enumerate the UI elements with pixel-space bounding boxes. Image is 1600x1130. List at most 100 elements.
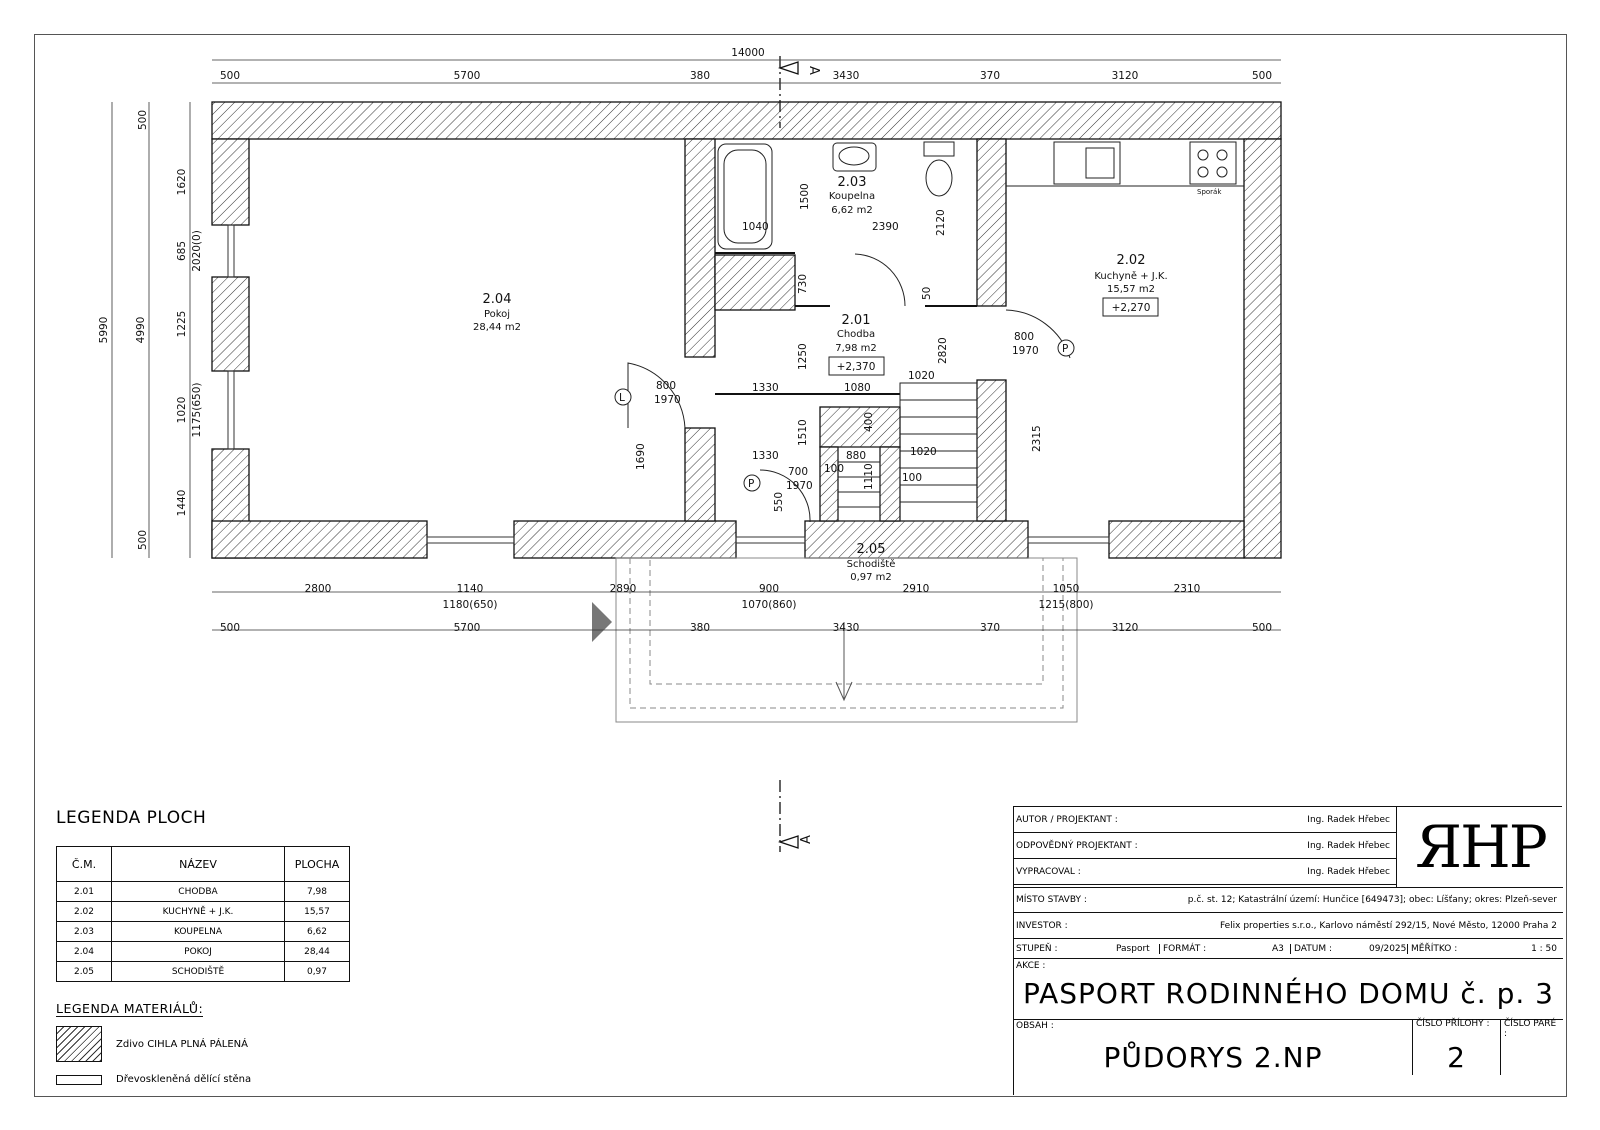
dim-inner: 1510 [797, 419, 809, 446]
legend-cell: 2.01 [56, 881, 112, 902]
dim-bottom-outer: 3120 [1112, 622, 1139, 634]
tb-value: Ing. Radek Hřebec [1307, 814, 1390, 825]
walls [211, 101, 1282, 559]
sink [832, 142, 877, 172]
tb-row-odpovedny: ODPOVĚDNÝ PROJEKTANT : Ing. Radek Hřebec [1014, 833, 1396, 859]
partitions [715, 252, 977, 395]
dim-left-chain: 1020 [176, 397, 188, 424]
section-label-bottom: A [799, 835, 814, 844]
dim-bottom: 1050 [1053, 583, 1080, 595]
dim-left-chain: 500 [137, 530, 149, 550]
dimension-lines [111, 59, 1281, 631]
room-id: 2.05 [857, 542, 886, 557]
dim-inner: 50 [921, 287, 933, 300]
dim-inner: 730 [797, 274, 809, 294]
door-tag: L [619, 392, 625, 404]
dim-bottom: 2310 [1174, 583, 1201, 595]
tb-label: AKCE : [1016, 961, 1046, 971]
dim-inner: 1110 [863, 463, 875, 490]
legend-header-row: Č.M. NÁZEV PLOCHA [56, 846, 350, 882]
dim-top: 5700 [454, 70, 481, 82]
bathtub [717, 143, 773, 250]
section-line-a [777, 56, 799, 852]
dim-left-inner: 4990 [135, 317, 147, 344]
dim-left-outer: 5990 [98, 317, 110, 344]
dim-bottom: 1140 [457, 583, 484, 595]
drawing-title: PŮDORYS 2.NP [1103, 1041, 1323, 1074]
tb-value: Pasport [1116, 943, 1150, 954]
dim-inner: 1500 [799, 183, 811, 210]
door-tag: P [748, 478, 754, 490]
dim-inner: 100 [902, 472, 922, 484]
tb-label: MÍSTO STAVBY : [1016, 895, 1087, 905]
tb-label: STUPEŇ : [1016, 943, 1058, 954]
dim-inner: 1020 [908, 370, 935, 382]
top-dimension-texts: 14000 500 5700 380 3430 370 3120 500 [220, 47, 1272, 82]
room-name: Kuchyně + J.K. [1094, 270, 1167, 282]
tb-label: AUTOR / PROJEKTANT : [1016, 814, 1118, 825]
legend-cell: KOUPELNA [111, 921, 285, 942]
table-row: 2.04 POKOJ 28,44 [56, 941, 350, 962]
tb-divider [1014, 1019, 1563, 1020]
dim-total-width: 14000 [731, 47, 764, 59]
dim-inner: 2820 [937, 337, 949, 364]
room-area: 28,44 m2 [473, 322, 521, 333]
legend-cell: SCHODIŠTĚ [111, 961, 285, 982]
stairs [899, 382, 978, 522]
dim-bottom-outer: 500 [1252, 622, 1272, 634]
dim-inner: 2120 [935, 209, 947, 236]
legend-cell: CHODBA [111, 881, 285, 902]
door-width: 800 [1014, 331, 1034, 343]
company-logo: ЯHP [1396, 807, 1564, 887]
dim-left-chain: 1440 [176, 490, 188, 517]
fixtures [717, 141, 1244, 522]
tb-row-investor: INVESTOR : Felix properties s.r.o., Karl… [1014, 913, 1563, 939]
material-brick: Zdivo CIHLA PLNÁ PÁLENÁ [56, 1026, 248, 1062]
left-dims: 5990 4990 500 1620 685 1225 1020 1440 50… [98, 110, 203, 550]
legend-cell: 15,57 [284, 901, 350, 922]
dim-top: 380 [690, 70, 710, 82]
windows [227, 224, 1110, 544]
tb-value: Ing. Radek Hřebec [1307, 840, 1390, 851]
tb-label: VYPRACOVAL : [1016, 866, 1081, 877]
room-id: 2.04 [483, 292, 512, 307]
legend-cell: 2.03 [56, 921, 112, 942]
dim-left-chain: 1225 [176, 311, 188, 338]
tb-label: ODPOVĚDNÝ PROJEKTANT : [1016, 840, 1138, 851]
tb-label: DATUM : [1290, 943, 1332, 954]
wall-bottom-4 [1108, 520, 1245, 559]
tb-value: 1 : 50 [1531, 943, 1557, 954]
tb-row-vypracoval: VYPRACOVAL : Ing. Radek Hřebec [1014, 859, 1396, 885]
dim-inner: 1330 [752, 382, 779, 394]
dim-inner: 1330 [752, 450, 779, 462]
dim-top: 3120 [1112, 70, 1139, 82]
attachment-number: 2 [1447, 1041, 1465, 1074]
dim-inner: 550 [773, 492, 785, 512]
legend-cell: 7,98 [284, 881, 350, 902]
legend-cell: KUCHYNĚ + J.K. [111, 901, 285, 922]
material-label: Zdivo CIHLA PLNÁ PÁLENÁ [116, 1038, 249, 1050]
partition-swatch [56, 1074, 102, 1085]
dim-inner: 1040 [742, 221, 769, 233]
dim-inner: 1080 [844, 382, 871, 394]
tb-row-autor: AUTOR / PROJEKTANT : Ing. Radek Hřebec [1014, 807, 1396, 833]
wall-right-mid-upper [976, 138, 1007, 307]
table-row: 2.01 CHODBA 7,98 [56, 881, 350, 902]
wall-mid-lower [684, 427, 716, 522]
room-id: 2.01 [842, 313, 871, 328]
brick-hatch-swatch [56, 1026, 102, 1062]
wall-bottom-2 [513, 520, 737, 559]
dim-left-chain: 685 [176, 241, 188, 261]
room-2-03: 2.03 Koupelna 6,62 m2 [829, 175, 875, 216]
tb-label: OBSAH : [1016, 1021, 1054, 1031]
legend-cell: 2.04 [56, 941, 112, 962]
dim-bottom-sub: 1215(800) [1039, 599, 1094, 611]
dim-top: 500 [1252, 70, 1272, 82]
tb-value: 09/2025 [1369, 943, 1407, 954]
tb-label: ČÍSLO PŘÍLOHY : [1412, 1019, 1490, 1075]
door-height: 1970 [786, 480, 813, 492]
dim-inner: 1020 [910, 446, 937, 458]
project-title: PASPORT RODINNÉHO DOMU č. p. 3 [1023, 977, 1554, 1010]
legend-header: Č.M. [56, 846, 112, 882]
